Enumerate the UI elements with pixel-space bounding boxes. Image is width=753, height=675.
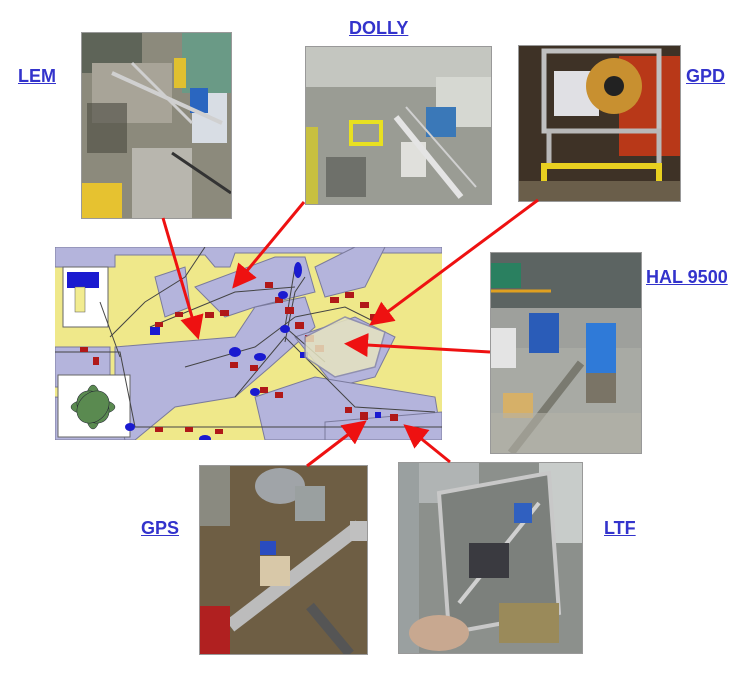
photo-lem bbox=[81, 32, 232, 219]
label-ltf[interactable]: LTF bbox=[604, 518, 636, 538]
inset-magnet-icon bbox=[67, 272, 99, 288]
photo-gpd bbox=[518, 45, 681, 202]
facility-floor-plan bbox=[55, 247, 442, 440]
photo-gps bbox=[199, 465, 368, 655]
label-gpd[interactable]: GPD bbox=[686, 66, 726, 86]
photo-hal9500 bbox=[490, 252, 642, 454]
label-dolly[interactable]: DOLLY bbox=[349, 18, 409, 38]
label-hal9500[interactable]: HAL 9500 bbox=[646, 267, 728, 287]
label-lem[interactable]: LEM bbox=[18, 66, 56, 86]
photo-dolly bbox=[305, 46, 492, 205]
photo-ltf bbox=[398, 462, 583, 654]
label-gps[interactable]: GPS bbox=[141, 518, 180, 538]
